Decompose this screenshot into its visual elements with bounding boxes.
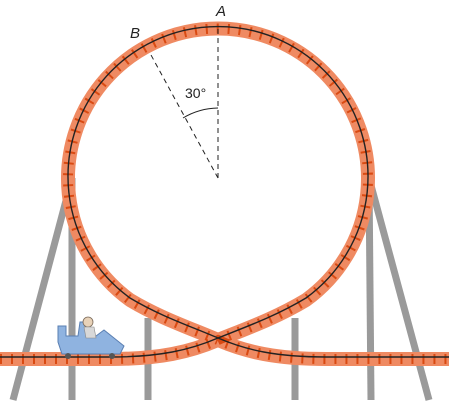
radius-lines <box>150 28 219 179</box>
car-wheel-front <box>65 353 71 359</box>
angle-arc <box>182 107 219 119</box>
point-b-label: B <box>130 25 140 42</box>
rider-body <box>83 326 97 339</box>
point-a-label: A <box>215 3 226 20</box>
radius-to-b <box>150 54 219 179</box>
car-wheel-back <box>109 353 115 359</box>
track <box>0 21 449 366</box>
angle-label: 30° <box>185 85 206 101</box>
track-band <box>0 21 449 366</box>
support-leg-right-outer <box>365 177 433 401</box>
coaster-car <box>57 316 125 359</box>
track-ties <box>0 23 449 364</box>
rider-head <box>82 316 94 328</box>
track-rail <box>0 25 449 358</box>
support-leg-left-outer <box>9 177 76 401</box>
